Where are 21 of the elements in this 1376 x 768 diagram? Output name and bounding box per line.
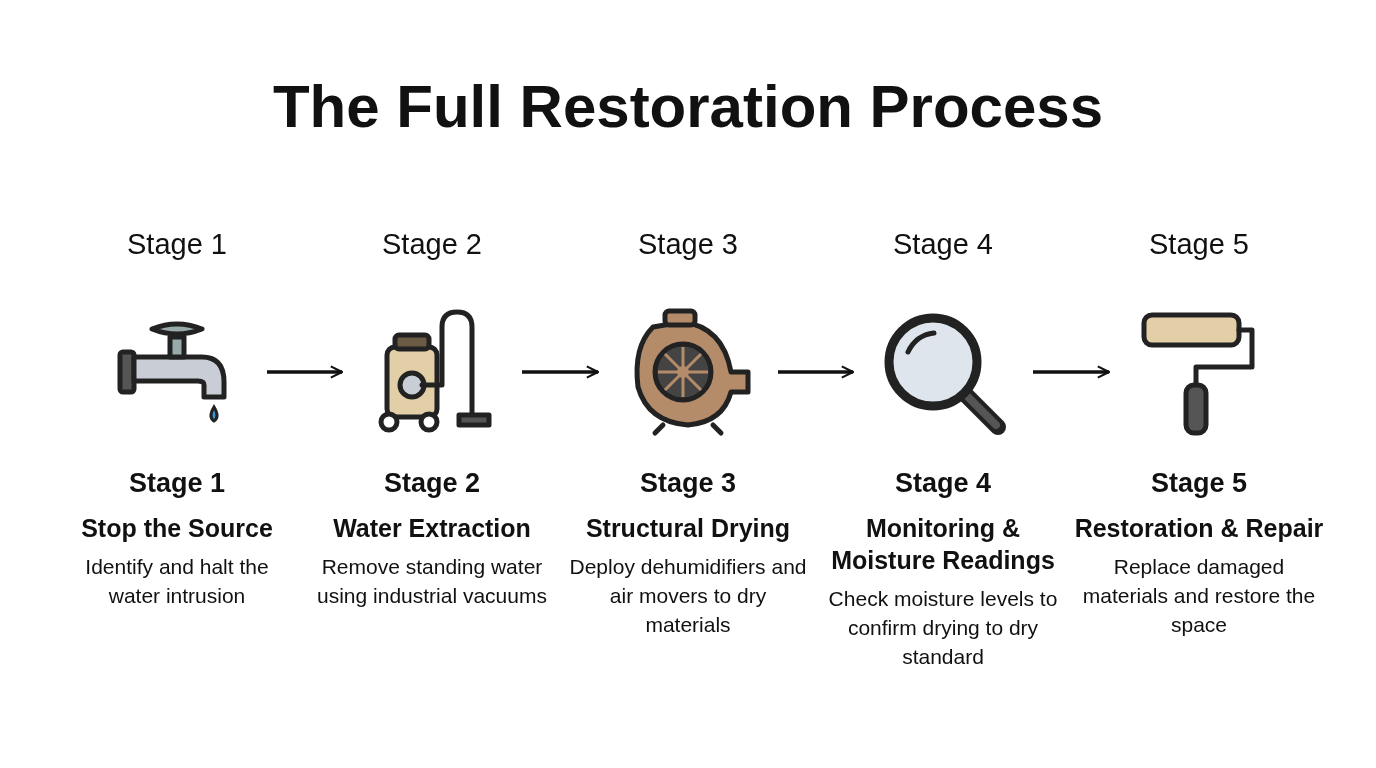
stage-label: Stage 4 — [892, 228, 994, 261]
stage-number: Stage 2 — [382, 468, 481, 499]
stage-number: Stage 3 — [638, 468, 737, 499]
stage-description: Remove standing water using industrial vacuums — [316, 554, 548, 609]
stage-label: Stage 2 — [381, 228, 483, 261]
stage-title: Water Extraction — [332, 513, 532, 544]
stage-title: Structural Drying — [584, 513, 792, 544]
stage-label: Stage 3 — [637, 228, 739, 261]
stage-title: Stop the Source — [80, 513, 274, 544]
stage-label: Stage 1 — [126, 228, 228, 261]
stage-number: Stage 1 — [127, 468, 226, 499]
title: The Full Restoration Process — [271, 72, 1105, 141]
stage-title: Restoration & Repair — [1074, 513, 1324, 544]
stage-number: Stage 4 — [893, 468, 992, 499]
stage-description: Deploy dehumidifiers and air movers to dry materials — [568, 554, 808, 638]
stage-label: Stage 5 — [1148, 228, 1250, 261]
stage-description: Check moisture levels to confirm drying to dry standard — [827, 586, 1059, 670]
stage-number: Stage 5 — [1149, 468, 1248, 499]
stage-description: Replace damaged materials and restore the space — [1081, 554, 1317, 638]
stage-description: Identify and halt the water intrusion — [84, 554, 270, 609]
stage-title: Monitoring & Moisture Readings — [830, 513, 1056, 576]
